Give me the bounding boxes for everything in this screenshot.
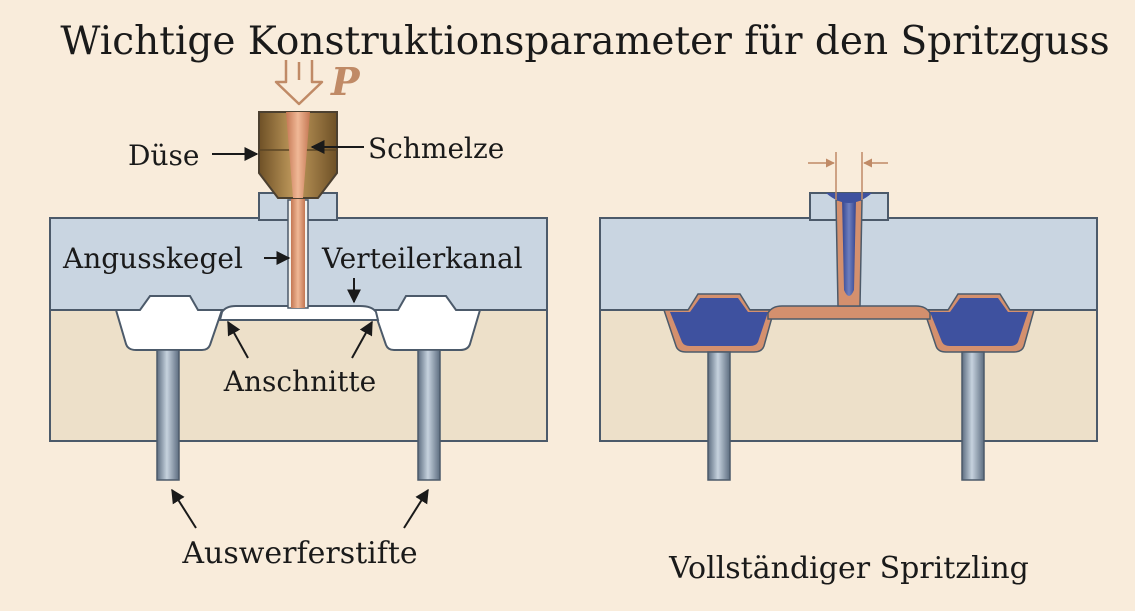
label-auswerferstifte: Auswerferstifte [181,536,417,571]
arrow-auswerfer-left [171,488,197,529]
left-mold: P Düse Schmelze Angusskegel Verteilerkan… [49,59,548,571]
label-duese: Düse [128,139,199,172]
ejector-pin-right [417,349,441,481]
label-anschnitte: Anschnitte [223,365,376,398]
sprue-top [826,193,872,203]
label-angusskegel: Angusskegel [62,242,243,275]
caption-complete-part: Vollständiger Spritzling [668,551,1029,586]
ejector-pin-right-right [961,351,985,481]
cavity-left [114,295,224,351]
pressure-arrow [274,60,324,106]
label-schmelze: Schmelze [368,132,504,165]
diagram-title: Wichtige Konstruktionsparameter für den … [60,19,1109,64]
label-verteilerkanal: Verteilerkanal [321,242,523,275]
melt-in-sprue [291,196,305,308]
runner-channel [218,305,380,321]
melt-in-nozzle [286,112,310,198]
filled-runner [767,305,931,320]
molded-part-right [930,298,1028,346]
arrow-anschnitt-left [227,320,249,359]
right-mold: Vollständiger Spritzling [599,152,1098,586]
arrow-auswerfer-right [403,488,429,529]
pressure-label: P [330,59,361,104]
sprue-core [842,198,856,296]
cavity-right [372,295,482,351]
ejector-pin-left-right [707,351,731,481]
molded-part-left [670,298,768,346]
arrow-anschnitt-right [351,320,373,359]
ejector-pin-left [156,349,180,481]
